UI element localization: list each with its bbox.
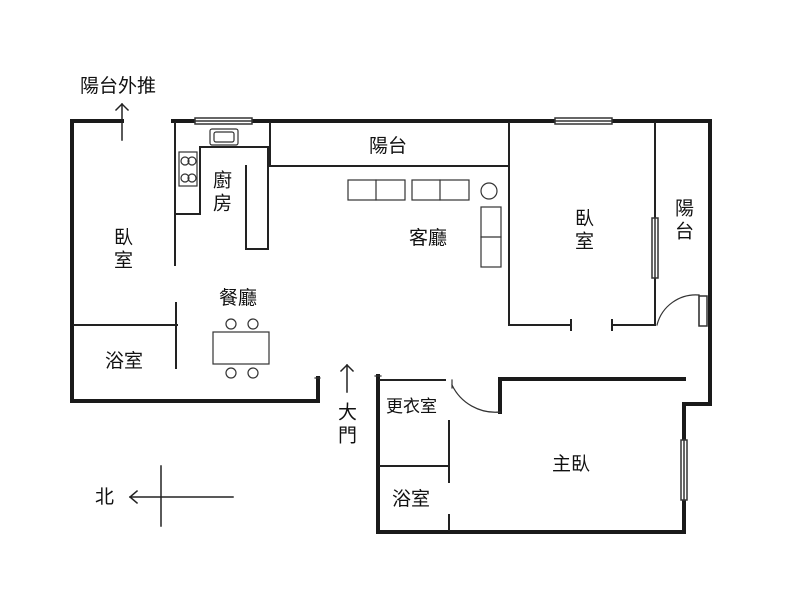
label-dining-room: 餐廳 bbox=[219, 287, 258, 309]
label-main-door: 大門 bbox=[335, 402, 357, 448]
label-balcony-right: 陽台 bbox=[672, 198, 694, 244]
label-master-bedroom: 主臥 bbox=[552, 453, 591, 475]
interior-walls bbox=[73, 122, 656, 531]
label-bedroom-left: 臥室 bbox=[111, 227, 133, 273]
label-balcony-top: 陽台 bbox=[369, 135, 408, 157]
dining-table bbox=[212, 318, 270, 379]
compass-arrow bbox=[128, 465, 234, 527]
label-kitchen: 廚房 bbox=[210, 170, 232, 216]
kitchen-fixtures bbox=[178, 128, 239, 187]
label-walk-in-closet: 更衣室 bbox=[386, 397, 437, 417]
label-balcony-push-out: 陽台外推 bbox=[80, 75, 157, 97]
windows bbox=[194, 117, 708, 501]
doors bbox=[314, 294, 700, 413]
label-bath-left: 浴室 bbox=[105, 350, 144, 372]
label-bath-bottom: 浴室 bbox=[392, 488, 431, 510]
label-bedroom-right: 臥室 bbox=[572, 208, 594, 254]
arrows bbox=[114, 102, 355, 393]
compass-label: 北 bbox=[95, 486, 115, 508]
sofas bbox=[347, 179, 502, 268]
outer-walls bbox=[70, 119, 712, 534]
label-living-room: 客廳 bbox=[409, 227, 448, 249]
